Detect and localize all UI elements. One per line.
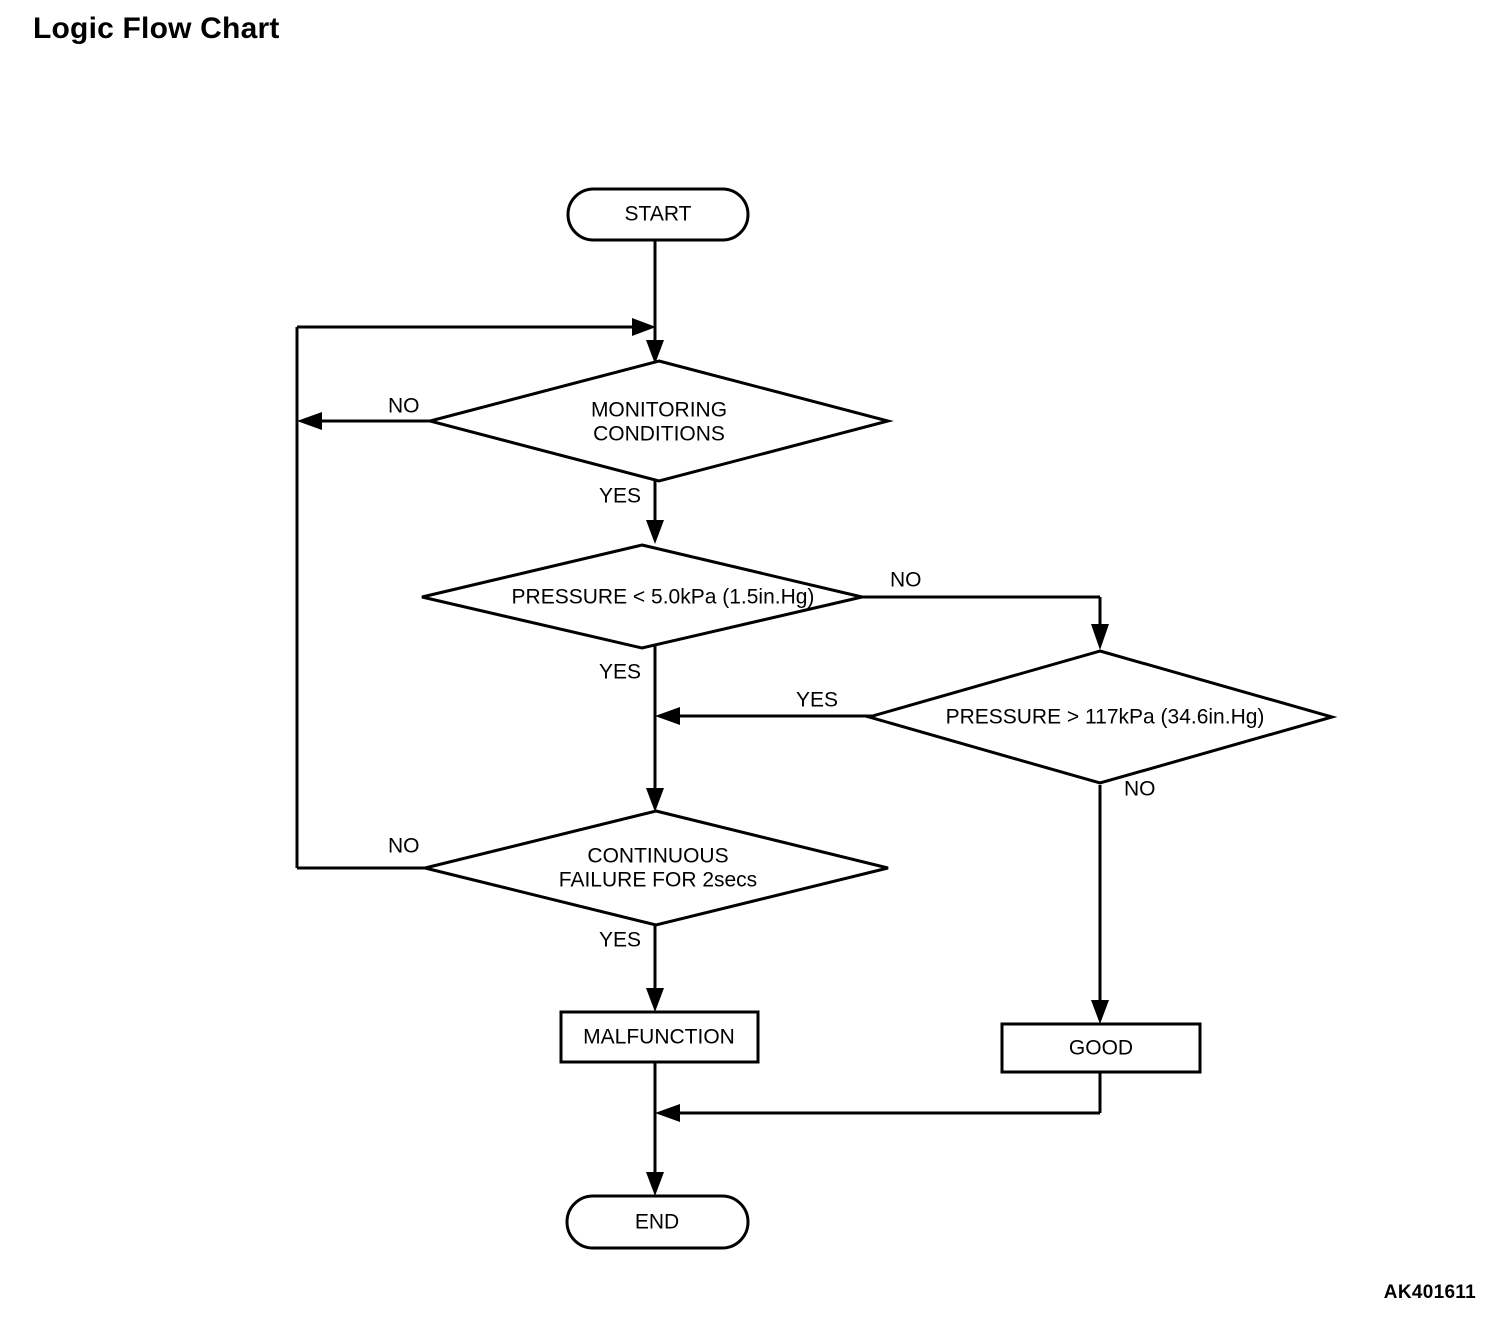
node-monitoring-label-line2: CONDITIONS: [593, 423, 725, 446]
node-continuous-failure-label-line2: FAILURE FOR 2secs: [559, 869, 757, 892]
node-good-label: GOOD: [1069, 1037, 1133, 1060]
node-end[interactable]: [565, 1194, 750, 1250]
edge-label-pressure-high-yes: YES: [796, 689, 838, 712]
arrow-head-feedback-into-trunk: [632, 318, 656, 336]
node-start-label: START: [625, 203, 692, 226]
arrow-head-into-pressure-low: [646, 520, 664, 544]
page-title: Logic Flow Chart: [33, 12, 280, 45]
node-continuous-failure[interactable]: [424, 809, 889, 927]
arrow-head-into-continuous-failure: [646, 788, 664, 812]
node-malfunction-label: MALFUNCTION: [583, 1026, 735, 1049]
edge-label-continuous-failure-yes: YES: [599, 929, 641, 952]
edge-label-monitoring-no: NO: [388, 395, 420, 418]
edge-label-pressure-low-no: NO: [890, 569, 922, 592]
arrow-head-good-into-trunk: [655, 1104, 680, 1122]
arrow-head-into-end: [646, 1172, 664, 1196]
arrow-head-into-malfunction: [646, 988, 664, 1012]
edge-label-monitoring-yes: YES: [599, 485, 641, 508]
edge-label-continuous-failure-no: NO: [388, 835, 420, 858]
arrow-head-pressure-high-yes: [655, 707, 680, 725]
node-malfunction[interactable]: [559, 1010, 760, 1064]
node-pressure-low[interactable]: [421, 543, 863, 650]
node-monitoring-label-line1: MONITORING: [591, 399, 727, 422]
node-pressure-high-label: PRESSURE > 117kPa (34.6in.Hg): [946, 706, 1265, 729]
node-good[interactable]: [1000, 1022, 1202, 1074]
edge-label-pressure-low-yes: YES: [599, 661, 641, 684]
reference-code: AK401611: [1383, 1282, 1476, 1303]
node-start[interactable]: [566, 187, 750, 242]
node-pressure-high[interactable]: [863, 649, 1338, 785]
arrow-head-into-monitoring: [646, 340, 664, 364]
node-continuous-failure-label-line1: CONTINUOUS: [587, 845, 728, 868]
arrow-head-monitoring-no: [297, 412, 322, 430]
node-end-label: END: [635, 1211, 679, 1234]
arrow-head-into-good: [1091, 1000, 1109, 1024]
edge-label-pressure-high-no: NO: [1124, 778, 1156, 801]
arrow-head-into-pressure-high: [1091, 624, 1109, 650]
node-monitoring-conditions[interactable]: [424, 359, 894, 483]
node-pressure-low-label: PRESSURE < 5.0kPa (1.5in.Hg): [512, 586, 815, 609]
